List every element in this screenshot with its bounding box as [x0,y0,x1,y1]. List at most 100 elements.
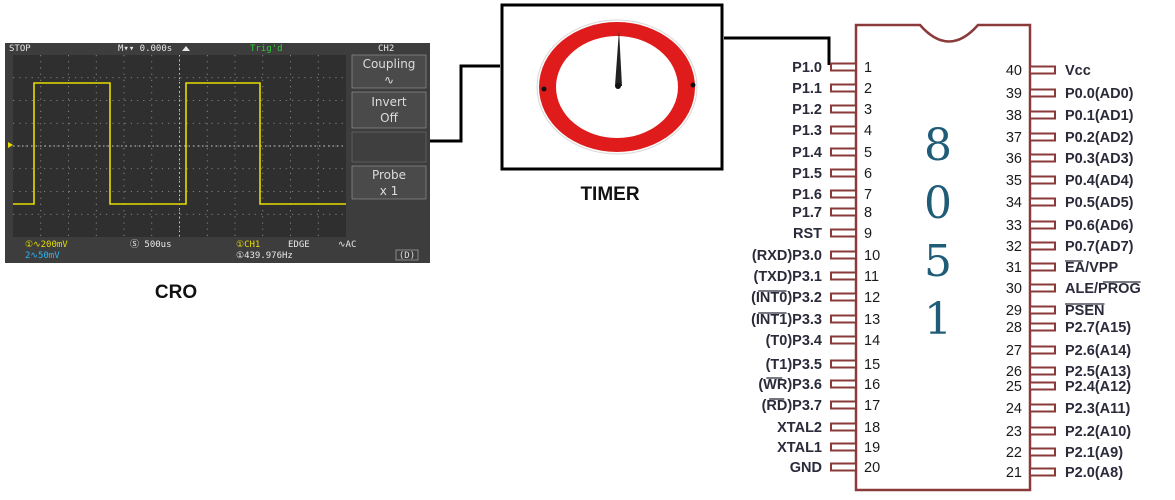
pin-lead-16 [830,379,857,389]
pin-number-20: 20 [864,460,880,476]
pin-number-31: 31 [1006,260,1022,276]
chip-name: 8 0 5 1 [924,120,952,345]
pin-number-24: 24 [1006,401,1022,417]
chip-name-char: 1 [924,294,952,345]
pin-lead-32 [1029,241,1056,251]
menu-coupling-value: ∿ [384,73,394,87]
cro-time-offset: M▾▾ 0.000s [118,44,172,54]
pin-label-38: P0.1(AD1) [1065,108,1134,124]
pin-lead-40 [1029,65,1056,75]
pin-number-9: 9 [864,226,872,242]
wire-cro-to-timer [430,64,500,143]
pin-lead-30 [1029,283,1056,293]
pin-lead-2 [830,83,857,93]
pin-label-19: XTAL1 [777,440,822,456]
menu-invert-button[interactable] [351,91,427,129]
chip-name-char: 5 [924,236,952,287]
pin-label-39: P0.0(AD0) [1065,86,1134,102]
pin-label-15: (T1)P3.5 [766,357,822,373]
pin-number-36: 36 [1006,151,1022,167]
pin-number-6: 6 [864,166,872,182]
pin-number-11: 11 [864,269,879,285]
chip-name-char: 0 [924,178,952,229]
pin-lead-1 [830,62,857,72]
pin-label-20: GND [790,460,822,476]
pin-label-27: P2.6(A14) [1065,343,1131,359]
pin-label-9: RST [793,226,822,242]
pin-lead-27 [1029,345,1056,355]
pin-number-35: 35 [1006,173,1022,189]
pin-number-27: 27 [1006,343,1022,359]
pin-label-7: P1.6 [792,187,822,203]
pin-lead-31 [1029,262,1056,272]
pin-lead-9 [830,228,857,238]
timer-marker-left [541,86,547,92]
pin-lead-19 [830,442,857,452]
ch1-marker [8,142,13,148]
cro-side-menu: Coupling ∿ Invert Off Probe x 1 [351,54,427,200]
pin-lead-12 [830,292,857,302]
frequency-readout: ①439.976Hz [236,251,293,261]
pin-lead-23 [1029,426,1056,436]
timer-hand [615,30,622,86]
pin-number-10: 10 [864,248,880,264]
pin-label-32: P0.7(AD7) [1065,239,1134,255]
pin-lead-24 [1029,403,1056,413]
pin-label-36: P0.3(AD3) [1065,151,1134,167]
menu-coupling-button[interactable] [351,54,427,89]
pin-label-18: XTAL2 [777,420,822,436]
pin-number-8: 8 [864,205,872,221]
pin-lead-25 [1029,381,1056,391]
pin-number-12: 12 [864,290,880,306]
pin-number-28: 28 [1006,320,1022,336]
corner-box [395,249,419,261]
chip-name-char: 8 [924,120,952,171]
pin-number-16: 16 [864,377,880,393]
pin-lead-4 [830,125,857,135]
menu-probe-button[interactable] [351,165,427,200]
cro-caption: CRO [155,282,197,303]
pin-label-17: (RD)P3.7 [762,398,822,414]
cro-trig-status: Trig'd [250,44,283,54]
pin-lead-18 [830,422,857,432]
pin-number-34: 34 [1006,195,1022,211]
pin-label-26: P2.5(A13) [1065,364,1131,380]
pin-label-33: P0.6(AD6) [1065,218,1134,234]
pin-label-3: P1.2 [792,102,822,118]
cro-square-wave [13,82,346,205]
pin-number-26: 26 [1006,364,1022,380]
pin-number-14: 14 [864,333,880,349]
pin-lead-6 [830,168,857,178]
menu-probe-title: Probe [372,168,406,182]
pin-number-37: 37 [1006,130,1022,146]
pin-lead-39 [1029,88,1056,98]
menu-invert-title: Invert [371,95,407,109]
pin-label-13: (INT1)P3.3 [751,312,822,328]
menu-probe-value: x 1 [380,184,399,198]
pin-label-34: P0.5(AD5) [1065,195,1134,211]
pin-number-40: 40 [1006,63,1022,79]
pin-label-28: P2.7(A15) [1065,320,1131,336]
pin-number-21: 21 [1006,465,1022,481]
pin-number-23: 23 [1006,424,1022,440]
cro: STOP M▾▾ 0.000s Trig'd CH2 Coupling ∿ In… [5,43,430,303]
cro-channel-label: CH2 [378,44,394,54]
cro-run-status: STOP [9,44,31,54]
pin-number-18: 18 [864,420,880,436]
wire-timer-to-p1-0 [724,36,831,65]
pin-lead-35 [1029,175,1056,185]
pin-number-17: 17 [864,398,880,414]
cro-grid [13,55,346,237]
pin-lead-34 [1029,197,1056,207]
pin-number-4: 4 [864,123,872,139]
menu-empty-slot [351,131,427,163]
pin-label-1: P1.0 [792,60,822,76]
timer: TIMER [500,3,724,205]
pin-label-35: P0.4(AD4) [1065,173,1134,189]
pin-lead-36 [1029,153,1056,163]
pin-label-25: P2.4(A12) [1065,379,1131,395]
pin-label-5: P1.4 [792,145,822,161]
pin-label-14: (T0)P3.4 [766,333,822,349]
